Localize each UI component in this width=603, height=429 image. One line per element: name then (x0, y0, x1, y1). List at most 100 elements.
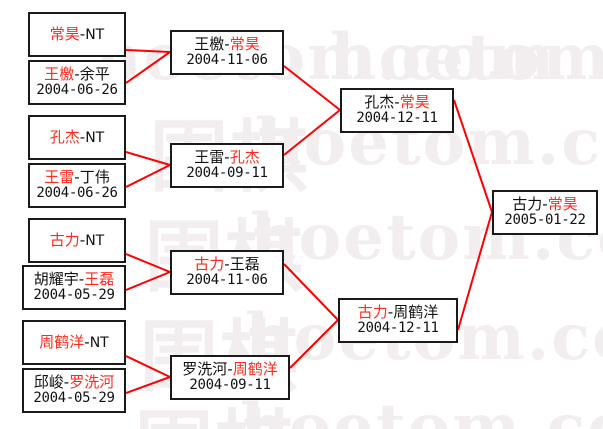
match-players: 王雷-丁伟 (44, 169, 109, 186)
bracket-connector-line (283, 65, 341, 111)
match-box[interactable]: 常昊-NT (28, 12, 126, 57)
match-date: 2004-06-26 (36, 185, 118, 202)
player-separator: - (78, 270, 85, 289)
bracket-connector-line (453, 99, 493, 213)
player-separator: - (227, 360, 233, 379)
player-left: 胡耀宇 (33, 270, 79, 289)
player-separator: - (542, 195, 548, 214)
player-separator: - (387, 303, 394, 322)
match-players: 古力-周鹤洋 (358, 304, 438, 321)
player-left: 王檄 (194, 35, 225, 54)
match-players: 周鹤洋-NT (39, 332, 109, 352)
match-date: 2004-06-26 (36, 82, 118, 99)
player-separator: - (224, 35, 230, 54)
player-separator: - (224, 148, 230, 167)
player-right-nt: NT (89, 334, 109, 351)
match-date: 2004-11-06 (186, 272, 268, 289)
player-right: 周鹤洋 (393, 303, 439, 322)
bracket-connector-line (457, 211, 493, 331)
match-box[interactable]: 孔杰-NT (28, 115, 126, 160)
match-players: 古力-NT (49, 230, 105, 250)
player-separator: - (74, 65, 80, 84)
bracket-connector-line (125, 271, 171, 291)
player-left: 周鹤洋 (39, 332, 85, 351)
player-right: 常昊 (547, 195, 578, 214)
bracket-connector-line (125, 49, 171, 53)
player-left: 孔杰 (364, 93, 395, 112)
player-right: 常昊 (229, 35, 260, 54)
bracket-connector-line (283, 109, 341, 156)
player-separator: - (79, 127, 86, 146)
match-players: 王檄-常昊 (194, 36, 259, 53)
player-right: 王磊 (229, 255, 260, 274)
match-date: 2004-12-11 (357, 320, 439, 337)
match-date: 2004-11-06 (186, 52, 268, 69)
bracket-connector-line (125, 51, 171, 84)
match-players: 古力-常昊 (512, 196, 577, 213)
match-box[interactable]: 古力-NT (28, 218, 126, 263)
player-right-nt: NT (85, 232, 105, 249)
player-left: 常昊 (49, 24, 80, 43)
player-separator: - (79, 24, 86, 43)
match-players: 王雷-孔杰 (194, 149, 259, 166)
match-date: 2004-12-11 (356, 110, 438, 127)
player-left: 王雷 (194, 148, 225, 167)
player-separator: - (63, 373, 70, 392)
player-left: 古力 (194, 255, 225, 274)
watermark-text: hoetom.com (95, 20, 557, 95)
match-players: 常昊-NT (49, 24, 105, 44)
match-players: 孔杰-常昊 (364, 94, 429, 111)
match-players: 邱峻-罗洗河 (34, 374, 114, 391)
bracket-connector-line (125, 151, 171, 166)
bracket-connector-line (289, 319, 339, 369)
bracket-connector-line (125, 164, 171, 188)
match-players: 王檄-余平 (44, 66, 109, 83)
bracket-connector-line (283, 263, 339, 321)
match-date: 2004-09-11 (189, 377, 271, 394)
player-separator: - (224, 255, 230, 274)
player-left: 古力 (49, 230, 80, 249)
player-left: 邱峻 (33, 373, 64, 392)
player-right: 王磊 (84, 270, 115, 289)
bracket-connector-line (125, 376, 171, 394)
match-date: 2004-05-29 (33, 287, 115, 304)
match-players: 孔杰-NT (49, 127, 105, 147)
player-left: 孔杰 (49, 127, 80, 146)
player-right: 丁伟 (79, 168, 110, 187)
match-players: 罗洗河-周鹤洋 (182, 361, 277, 378)
player-right-nt: NT (85, 26, 105, 43)
player-left: 古力 (357, 303, 388, 322)
player-separator: - (84, 332, 90, 351)
match-date: 2004-09-11 (186, 165, 268, 182)
player-right: 周鹤洋 (232, 360, 278, 379)
player-left: 古力 (512, 195, 543, 214)
player-separator: - (394, 93, 400, 112)
player-right: 罗洗河 (69, 373, 115, 392)
player-right: 常昊 (399, 93, 430, 112)
player-right: 余平 (79, 65, 110, 84)
player-right-nt: NT (85, 129, 105, 146)
player-left: 王檄 (44, 65, 75, 84)
bracket-connector-line (125, 253, 171, 273)
watermark-text: hoetom.com (240, 390, 603, 429)
watermark-text: hoetom.com (330, 20, 603, 95)
bracket-connector-line (125, 355, 171, 378)
player-left: 罗洗河 (182, 360, 228, 379)
match-date: 2005-01-22 (504, 212, 586, 229)
match-box[interactable]: 周鹤洋-NT (22, 320, 126, 365)
player-separator: - (74, 168, 80, 187)
match-players: 古力-王磊 (194, 256, 259, 273)
match-date: 2004-05-29 (33, 390, 115, 407)
player-right: 孔杰 (229, 148, 260, 167)
